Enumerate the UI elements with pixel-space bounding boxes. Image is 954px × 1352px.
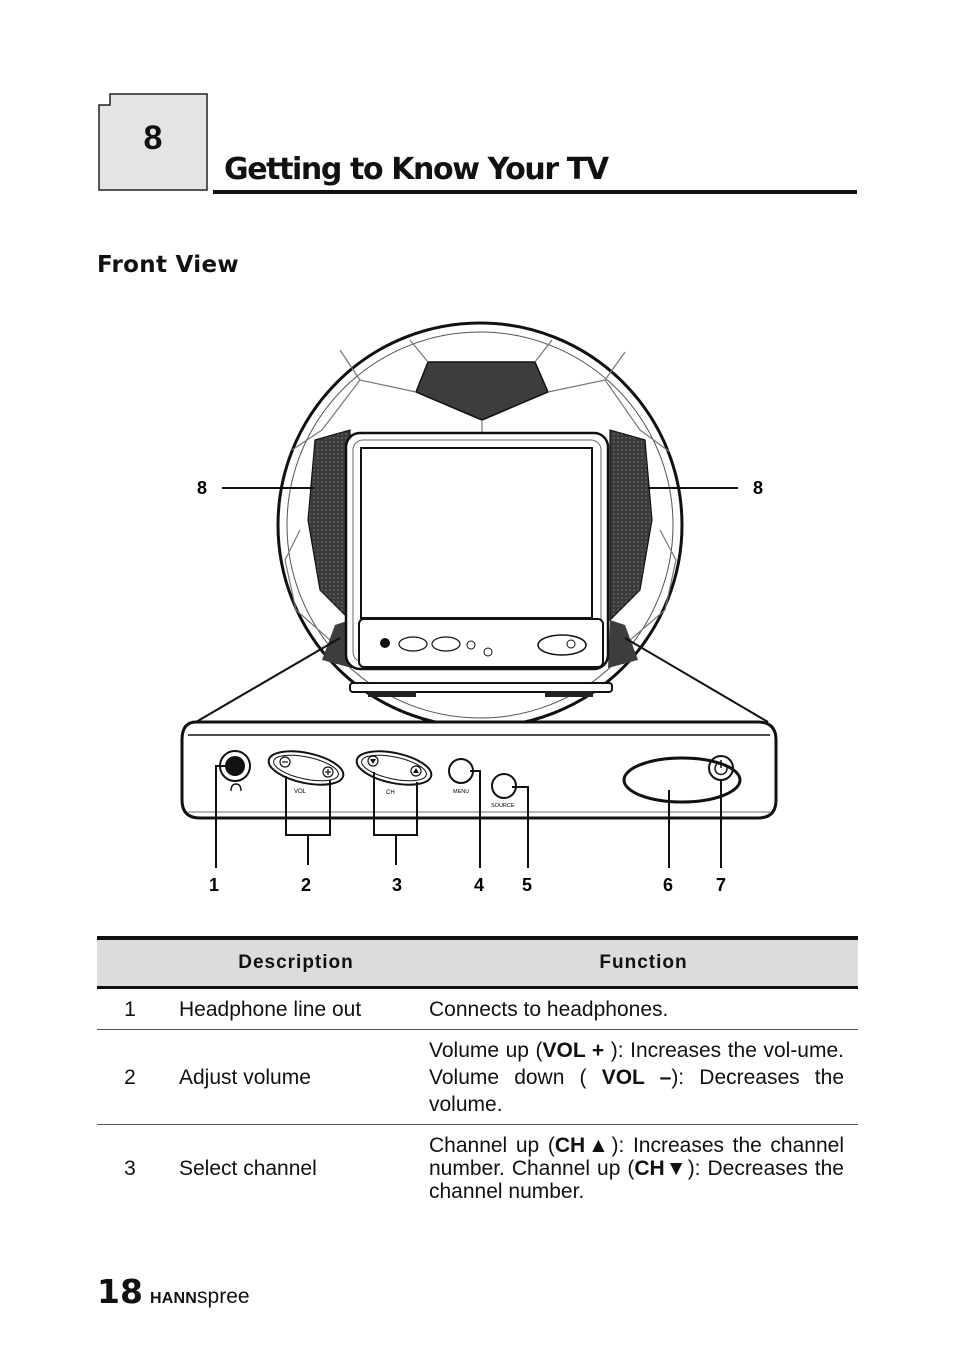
remote-sensor-window <box>622 756 742 804</box>
ch-down-icon <box>367 755 379 767</box>
callout-1: 1 <box>209 875 219 895</box>
callout-5: 5 <box>522 875 532 895</box>
brand-logo: HANNspree <box>150 1285 250 1308</box>
row-function: Volume up (VOL + ): Increases the vol-um… <box>429 1038 844 1116</box>
row-description: Select channel <box>179 1156 317 1180</box>
table-header-row: Description Function <box>97 936 858 989</box>
table-row: 2 Adjust volume Volume up (VOL + ): Incr… <box>97 1030 858 1125</box>
chapter-tab <box>98 93 208 191</box>
chapter-title: Getting to Know Your TV <box>224 152 609 187</box>
function-table: Description Function 1 Headphone line ou… <box>97 936 858 1211</box>
table-row: 1 Headphone line out Connects to headpho… <box>97 988 858 1030</box>
callout-2: 2 <box>301 875 311 895</box>
callout-7: 7 <box>716 875 726 895</box>
tv-front-diagram: VOL CH MENU SOURCE <box>180 321 778 895</box>
callout-3: 3 <box>392 875 402 895</box>
tv-control-strip <box>358 618 604 668</box>
ch-label: CH <box>386 790 395 796</box>
section-title: Front View <box>97 252 239 278</box>
page-number: 18 <box>97 1272 143 1311</box>
header-function: Function <box>429 936 858 989</box>
callout-6: 6 <box>663 875 673 895</box>
row-number: 2 <box>124 1065 136 1089</box>
tv-screen <box>344 431 610 671</box>
callout-8-right: 8 <box>753 478 763 498</box>
source-label: SOURCE <box>491 803 515 809</box>
vol-minus-icon <box>279 756 291 768</box>
row-number: 3 <box>124 1156 136 1180</box>
header-description: Description <box>163 936 429 989</box>
row-description: Adjust volume <box>179 1065 311 1089</box>
title-rule <box>213 190 857 194</box>
callout-8-left: 8 <box>197 478 207 498</box>
menu-label: MENU <box>453 789 469 795</box>
ch-up-icon <box>410 765 422 777</box>
row-number: 1 <box>124 997 136 1021</box>
row-function: Connects to headphones. <box>429 997 669 1021</box>
callout-4: 4 <box>474 875 484 895</box>
vol-label: VOL <box>294 789 307 795</box>
vol-plus-icon <box>322 766 334 778</box>
row-function: Channel up (CH▲): Increases the channel … <box>429 1133 844 1203</box>
chapter-number: 8 <box>143 119 163 157</box>
row-description: Headphone line out <box>179 997 362 1021</box>
tv-stand <box>349 682 613 697</box>
header-number <box>97 936 163 989</box>
table-row: 3 Select channel Channel up (CH▲): Incre… <box>97 1125 858 1212</box>
